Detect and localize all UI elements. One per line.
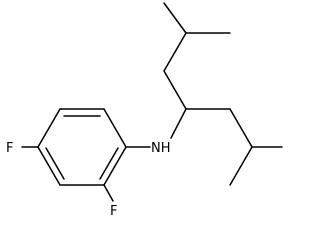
bond-lower-ch-methyl-b	[229, 146, 253, 186]
amine-label: NH	[151, 141, 171, 156]
ring-bond-c3-c4	[37, 146, 61, 186]
bond-lower-ch2-ch	[229, 108, 253, 148]
ring-double-bond-c3-c4	[45, 147, 65, 180]
ring-bond-c4-c5	[37, 108, 61, 148]
ring-double-bond-c1-c2	[99, 147, 119, 180]
ring-bond-c1-c2	[103, 146, 127, 186]
ring-bond-c6-c1	[103, 108, 127, 148]
molecule-structure: F F NH	[6, 2, 283, 219]
fluorine-ortho-label: F	[110, 204, 117, 219]
bond-ch-upper-ch2	[163, 70, 187, 110]
bond-upper-ch-methyl-a	[163, 2, 187, 34]
bond-nitrogen-ch	[170, 108, 187, 139]
fluorine-para-label: F	[6, 141, 13, 156]
benzene-ring	[37, 108, 127, 186]
bond-upper-ch2-ch	[163, 32, 187, 72]
bond-c2-fluorine	[103, 184, 114, 202]
alkyl-chain	[163, 2, 283, 186]
